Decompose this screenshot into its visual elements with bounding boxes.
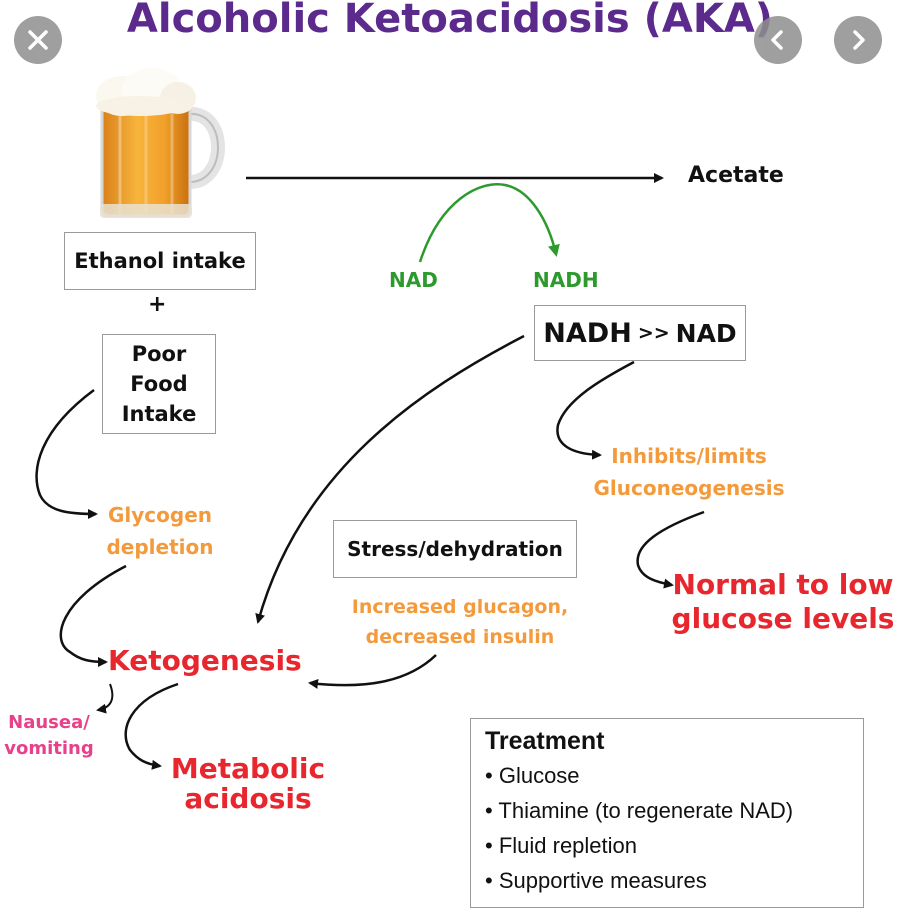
glycogen-line-1: Glycogen [107,503,213,527]
ethanol-intake-box: Ethanol intake [64,232,256,290]
treatment-box: Treatment Glucose Thiamine (to regenerat… [470,718,864,908]
chevron-left-icon [771,30,783,50]
arrow-nadh-ketogenesis [255,334,525,624]
inhibits-gluconeogenesis-label: Inhibits/limits Gluconeogenesis [580,440,798,504]
nausea-line-2: vomiting [4,738,94,759]
page-title: Alcoholic Ketoacidosis (AKA) [126,0,774,42]
glycogen-line-2: depletion [106,535,214,559]
metabolic-line-2: acidosis [184,782,312,815]
ketogenesis-label: Ketogenesis [108,644,302,677]
inhibits-line-1: Inhibits/limits [611,444,767,468]
treatment-item: Thiamine (to regenerate NAD) [485,793,849,828]
poor-food-intake-box: Poor Food Intake [102,334,216,434]
close-icon [28,30,48,50]
stress-dehydration-label: Stress/dehydration [347,537,563,561]
ethanol-intake-label: Ethanol intake [74,249,246,273]
normal-line-1: Normal to low [672,568,894,601]
poor-food-line-1: Poor [131,342,187,366]
nadh-ratio-left: NADH [543,317,632,349]
arrow-glycogen-ketogenesis [59,564,127,667]
glucagon-insulin-label: Increased glucagon, decreased insulin [334,592,586,652]
treatment-list: Glucose Thiamine (to regenerate NAD) Flu… [485,758,849,898]
acetate-label: Acetate [688,163,784,188]
stress-dehydration-box: Stress/dehydration [333,520,577,578]
next-button[interactable] [834,16,882,64]
arrow-food-glycogen [35,388,98,519]
arrow-inhibits-normal [636,510,705,589]
metabolic-acidosis-label: Metabolic acidosis [166,754,330,814]
arrow-glucagon-ketogenesis [308,654,437,689]
beer-mug-icon [96,68,225,218]
arrow-nad-nadh [418,183,560,263]
previous-button[interactable] [754,16,802,64]
treatment-item: Glucose [485,758,849,793]
glucagon-line-2: decreased insulin [365,626,555,648]
arrow-nadh-inhibits [556,360,635,460]
normal-glucose-label: Normal to low glucose levels [670,568,896,636]
arrow-ketogenesis-nausea [96,683,114,714]
treatment-item: Fluid repletion [485,828,849,863]
nadh-ratio-operator: >> [637,322,670,344]
close-button[interactable] [14,16,62,64]
nadh-ratio-box: NADH >> NAD [534,305,746,361]
normal-line-2: glucose levels [671,602,895,635]
inhibits-line-2: Gluconeogenesis [593,476,785,500]
poor-food-line-2: Food [130,372,188,396]
metabolic-line-1: Metabolic [170,752,326,785]
nausea-vomiting-label: Nausea/ vomiting [2,710,96,762]
plus-sign: + [148,292,167,317]
nad-label: NAD [389,268,438,292]
treatment-item: Supportive measures [485,863,849,898]
poor-food-line-3: Intake [121,402,197,426]
arrow-ketogenesis-acidosis [124,682,179,770]
treatment-heading: Treatment [485,727,605,755]
nadh-label: NADH [533,268,599,292]
nausea-line-1: Nausea/ [8,712,90,733]
glycogen-depletion-label: Glycogen depletion [96,499,224,563]
chevron-right-icon [853,30,865,50]
nadh-ratio-right: NAD [675,318,737,348]
glucagon-line-1: Increased glucagon, [351,596,569,618]
